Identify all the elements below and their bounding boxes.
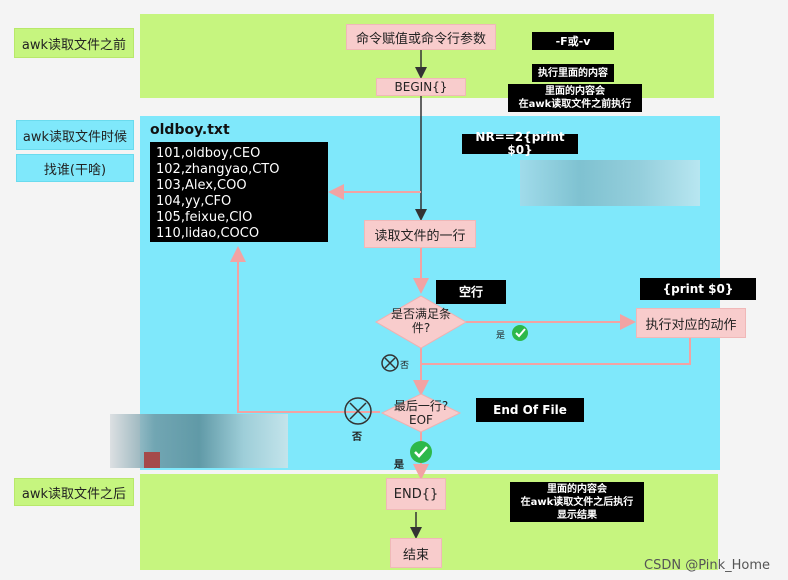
before-exec-line1: 里面的内容会 — [545, 86, 605, 97]
file-line: 103,Alex,COO — [156, 178, 247, 193]
eof-note: End Of File — [476, 398, 584, 422]
yes-label-last: 是 — [394, 460, 404, 471]
empty-line-note: 空行 — [436, 280, 506, 304]
condition-diamond — [375, 295, 467, 349]
side-label-during: awk读取文件时候 — [16, 120, 134, 150]
begin-box: BEGIN{} — [376, 78, 466, 96]
after-exec-line2: 在awk读取文件之后执行 — [520, 496, 634, 508]
file-line: 110,lidao,COCO — [156, 226, 260, 241]
check-icon-condition — [512, 325, 528, 341]
blurred-region-bottom — [110, 414, 288, 468]
exec-inside-note: 执行里面的内容 — [532, 64, 614, 82]
last-line-text: 最后一行? EOF — [386, 399, 456, 427]
condition-line2: 件? — [411, 321, 431, 335]
arrow-action-to-last — [421, 336, 691, 365]
params-box: 命令赋值或命令行参数 — [346, 24, 496, 50]
blurred-region-top — [520, 160, 700, 206]
arrow-last-to-file — [230, 246, 380, 413]
yes-label-condition: 是 — [496, 331, 506, 341]
condition-text: 是否满足条 件? — [381, 307, 461, 335]
cross-icon-condition — [381, 354, 399, 372]
after-exec-line3: 显示结果 — [557, 509, 597, 521]
cross-icon-last — [344, 397, 372, 425]
no-label-last: 否 — [352, 432, 362, 443]
last-line-line2: EOF — [409, 413, 433, 427]
file-line: 105,feixue,CIO — [156, 210, 253, 225]
no-label-condition: 否 — [400, 361, 410, 371]
side-label-find: 找谁(干啥) — [16, 154, 134, 182]
after-exec-line1: 里面的内容会 — [547, 483, 607, 495]
action-box: 执行对应的动作 — [636, 308, 746, 338]
nr-note: NR==2{print $0} — [462, 131, 578, 157]
file-contents: 101,oldboy,CEO 102,zhangyao,CTO 103,Alex… — [150, 142, 328, 242]
file-name: oldboy.txt — [150, 122, 230, 138]
fs-v-note: -F或-v — [532, 32, 614, 50]
last-line-diamond — [380, 393, 462, 433]
end-box: END{} — [386, 478, 446, 510]
before-exec-line2: 在awk读取文件之前执行 — [518, 99, 632, 110]
file-line: 102,zhangyao,CTO — [156, 162, 280, 177]
file-line: 104,yy,CFO — [156, 194, 232, 209]
print0-note: {print $0} — [640, 278, 756, 300]
side-label-before: awk读取文件之前 — [14, 28, 134, 58]
finish-box: 结束 — [390, 538, 442, 568]
before-exec-note: 里面的内容会 在awk读取文件之前执行 — [508, 84, 642, 112]
file-line: 101,oldboy,CEO — [156, 146, 261, 161]
blurred-red-pixel — [144, 452, 160, 468]
last-line-line1: 最后一行? — [393, 399, 449, 413]
condition-line1: 是否满足条 — [390, 307, 451, 321]
side-label-after: awk读取文件之后 — [14, 478, 134, 506]
after-exec-note: 里面的内容会 在awk读取文件之后执行 显示结果 — [510, 482, 644, 522]
watermark: CSDN @Pink_Home — [644, 558, 771, 573]
read-line-box: 读取文件的一行 — [364, 220, 476, 248]
